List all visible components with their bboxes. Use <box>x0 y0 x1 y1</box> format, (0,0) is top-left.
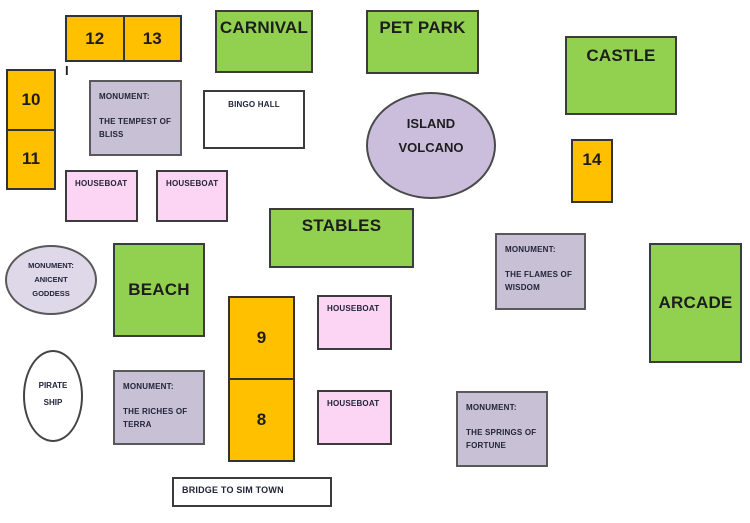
monument-heading: MONUMENT: <box>466 403 517 412</box>
monument-heading: MONUMENT: <box>28 260 74 270</box>
venue-label: CASTLE <box>586 46 656 65</box>
monument-heading: MONUMENT: <box>505 245 556 254</box>
lot-14: 14 <box>571 139 613 203</box>
venue-label: STABLES <box>301 216 382 235</box>
venue-label: BINGO HALL <box>228 100 280 109</box>
venue-arcade: ARCADE <box>649 243 742 363</box>
monument-springs-of-fortune: MONUMENT: THE SPRINGS OF FORTUNE <box>456 391 548 467</box>
venue-label: ARCADE <box>658 293 733 312</box>
houseboat-label: HOUSEBOAT <box>75 179 128 188</box>
pirate-ship-line2: SHIP <box>43 397 63 407</box>
lot-11: 11 <box>8 128 54 189</box>
lot-10: 10 <box>21 89 41 109</box>
monument-flames-of-wisdom: MONUMENT: THE FLAMES OF WISDOM <box>495 233 586 310</box>
venue-pet-park: PET PARK <box>366 10 479 74</box>
bridge-label: BRIDGE TO SIM TOWN <box>182 485 284 495</box>
houseboat-label: HOUSEBOAT <box>327 399 380 408</box>
venue-beach: BEACH <box>113 243 205 337</box>
monument-heading: MONUMENT: <box>123 382 174 391</box>
houseboat-label: HOUSEBOAT <box>166 179 219 188</box>
monument-line: THE SPRINGS OF <box>466 428 537 438</box>
venue-label: BEACH <box>128 280 190 299</box>
bridge-to-sim-town: BRIDGE TO SIM TOWN <box>172 477 332 507</box>
monument-line: TERRA <box>123 420 152 430</box>
monument-line: GODDESS <box>32 289 70 299</box>
houseboat-1: HOUSEBOAT <box>65 170 138 222</box>
monument-tempest-of-bliss: MONUMENT: THE TEMPEST OF BLISS <box>89 80 182 156</box>
island-volcano-ellipse: ISLAND VOLCANO <box>366 92 496 199</box>
lot-label: 14 <box>582 150 602 169</box>
houseboat-label: HOUSEBOAT <box>327 304 380 313</box>
pirate-ship-line1: PIRATE <box>38 381 68 390</box>
houseboat-2: HOUSEBOAT <box>156 170 228 222</box>
monument-line: FORTUNE <box>466 441 507 451</box>
venue-bingo-hall: BINGO HALL <box>203 90 305 149</box>
monument-heading: MONUMENT: <box>99 92 150 101</box>
monument-ancient-goddess-ellipse: MONUMENT: ANICENT GODDESS <box>5 245 97 315</box>
lot-12: 12 <box>85 28 105 48</box>
pirate-ship-ellipse: PIRATE SHIP <box>23 350 83 442</box>
lot-9-8: 9 8 <box>228 296 295 462</box>
monument-line: ANICENT <box>34 274 68 284</box>
monument-line: BLISS <box>99 130 124 140</box>
monument-line: THE FLAMES OF <box>505 270 573 280</box>
monument-line: THE TEMPEST OF <box>99 117 172 127</box>
stray-mark: I <box>65 63 69 78</box>
houseboat-4: HOUSEBOAT <box>317 390 392 445</box>
venue-label: CARNIVAL <box>219 18 309 37</box>
lot-13: 13 <box>122 17 181 60</box>
venue-stables: STABLES <box>269 208 414 268</box>
houseboat-3: HOUSEBOAT <box>317 295 392 350</box>
lot-12-13: 12 13 <box>65 15 182 62</box>
monument-line: WISDOM <box>505 283 540 293</box>
island-volcano-line2: VOLCANO <box>398 139 464 155</box>
island-volcano-line1: ISLAND <box>406 116 456 132</box>
venue-carnival: CARNIVAL <box>215 10 313 73</box>
venue-label: PET PARK <box>379 18 466 37</box>
lot-9: 9 <box>256 328 267 347</box>
monument-line: THE RICHES OF <box>123 407 188 417</box>
lot-10-11: 10 11 <box>6 69 56 190</box>
venue-castle: CASTLE <box>565 36 677 115</box>
lot-8: 8 <box>230 378 293 460</box>
monument-riches-of-terra: MONUMENT: THE RICHES OF TERRA <box>113 370 205 445</box>
